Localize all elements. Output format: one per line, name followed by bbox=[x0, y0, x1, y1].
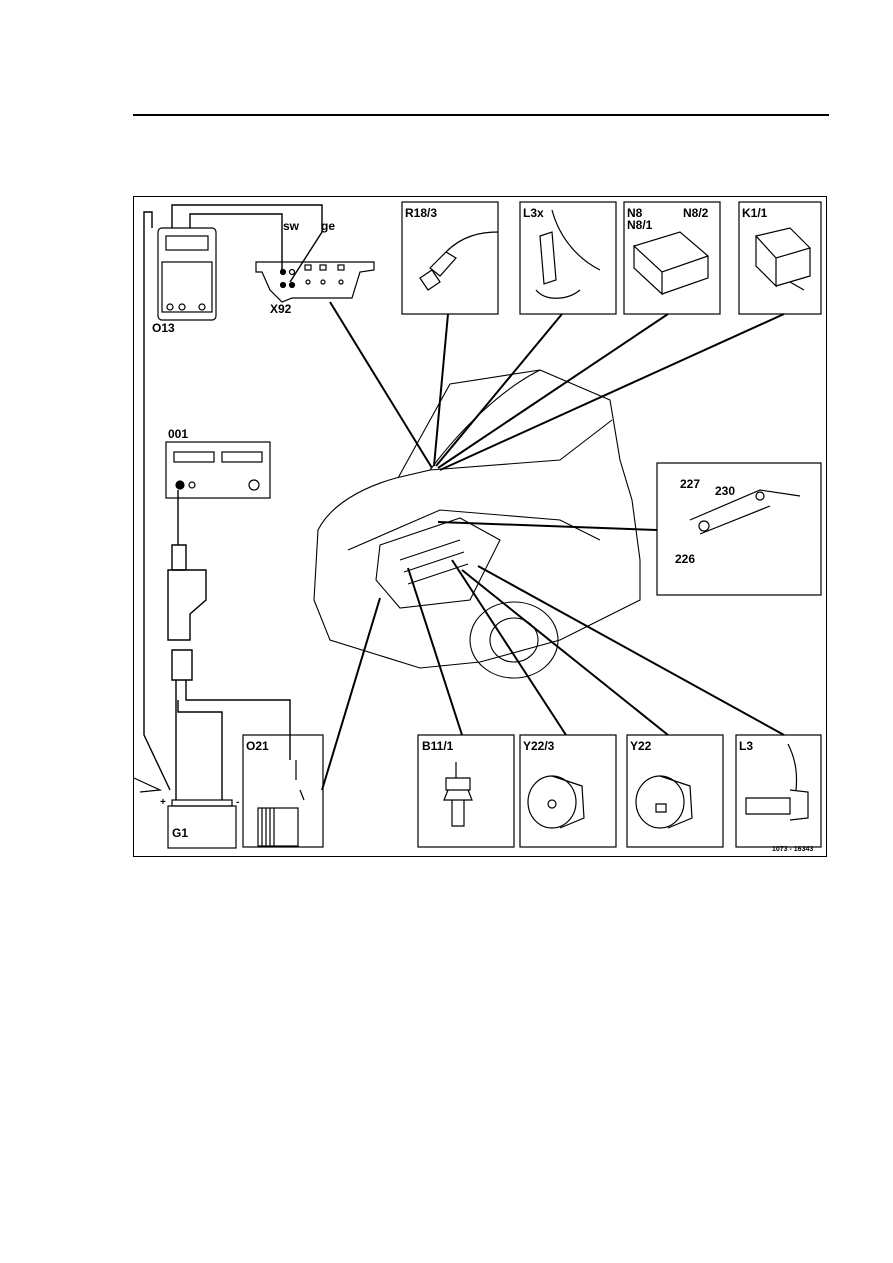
label-o13: O13 bbox=[152, 321, 175, 335]
probe-adapter bbox=[167, 490, 291, 800]
label-l3x: L3x bbox=[523, 206, 544, 220]
actuator-y22-3 bbox=[527, 775, 585, 829]
car-illustration bbox=[313, 369, 641, 679]
relay-n8 bbox=[632, 231, 710, 296]
label-minus: - bbox=[236, 797, 240, 808]
inset-b11-1 bbox=[417, 734, 515, 848]
label-l3: L3 bbox=[739, 739, 754, 753]
inset-r18-3 bbox=[401, 201, 499, 315]
label-n8-2: N8/2 bbox=[683, 206, 709, 220]
inset-l3x bbox=[519, 201, 617, 315]
label-y22-3: Y22/3 bbox=[523, 739, 555, 753]
inset-n8 bbox=[623, 201, 721, 315]
label-b11-1: B11/1 bbox=[422, 739, 454, 753]
sensor-b11-1 bbox=[443, 762, 473, 827]
relay-k1-1 bbox=[754, 227, 812, 291]
label-n8: N8 bbox=[627, 206, 643, 220]
inset-l3 bbox=[735, 734, 822, 848]
diagram-frame bbox=[133, 196, 827, 857]
label-g1: G1 bbox=[172, 826, 189, 840]
leader-lines bbox=[321, 301, 785, 791]
inset-y22-3 bbox=[519, 734, 617, 848]
wire-o13 bbox=[143, 204, 323, 791]
label-r18-3: R18/3 bbox=[405, 206, 438, 220]
label-x92: X92 bbox=[270, 302, 292, 316]
label-230: 230 bbox=[715, 484, 736, 498]
label-001: 001 bbox=[168, 427, 189, 441]
label-k1-1: K1/1 bbox=[742, 206, 768, 220]
top-rule bbox=[133, 114, 829, 116]
label-n8-1: N8/1 bbox=[627, 218, 653, 232]
connector-x92 bbox=[255, 261, 375, 303]
label-plus: + bbox=[160, 797, 166, 808]
label-sw: sw bbox=[283, 219, 300, 233]
label-y22: Y22 bbox=[630, 739, 652, 753]
multimeter-o13 bbox=[157, 227, 217, 321]
plug-r18-3 bbox=[419, 231, 499, 291]
clip-clamp bbox=[133, 777, 163, 793]
figure-reference: 1073 - 16343 bbox=[772, 846, 814, 853]
sensor-l3 bbox=[745, 743, 809, 821]
label-227: 227 bbox=[680, 477, 701, 491]
battery-g1 bbox=[167, 799, 237, 849]
inset-o21 bbox=[242, 734, 324, 848]
label-226: 226 bbox=[675, 552, 696, 566]
label-o21: O21 bbox=[246, 739, 269, 753]
label-ge: ge bbox=[321, 219, 336, 233]
inset-k1-1 bbox=[738, 201, 822, 315]
throttle-linkage bbox=[689, 489, 801, 535]
connector-l3x bbox=[535, 209, 601, 299]
actuator-y22 bbox=[635, 775, 693, 829]
tool-o21 bbox=[257, 760, 305, 847]
inset-y22 bbox=[626, 734, 724, 848]
tester-001 bbox=[165, 441, 271, 499]
